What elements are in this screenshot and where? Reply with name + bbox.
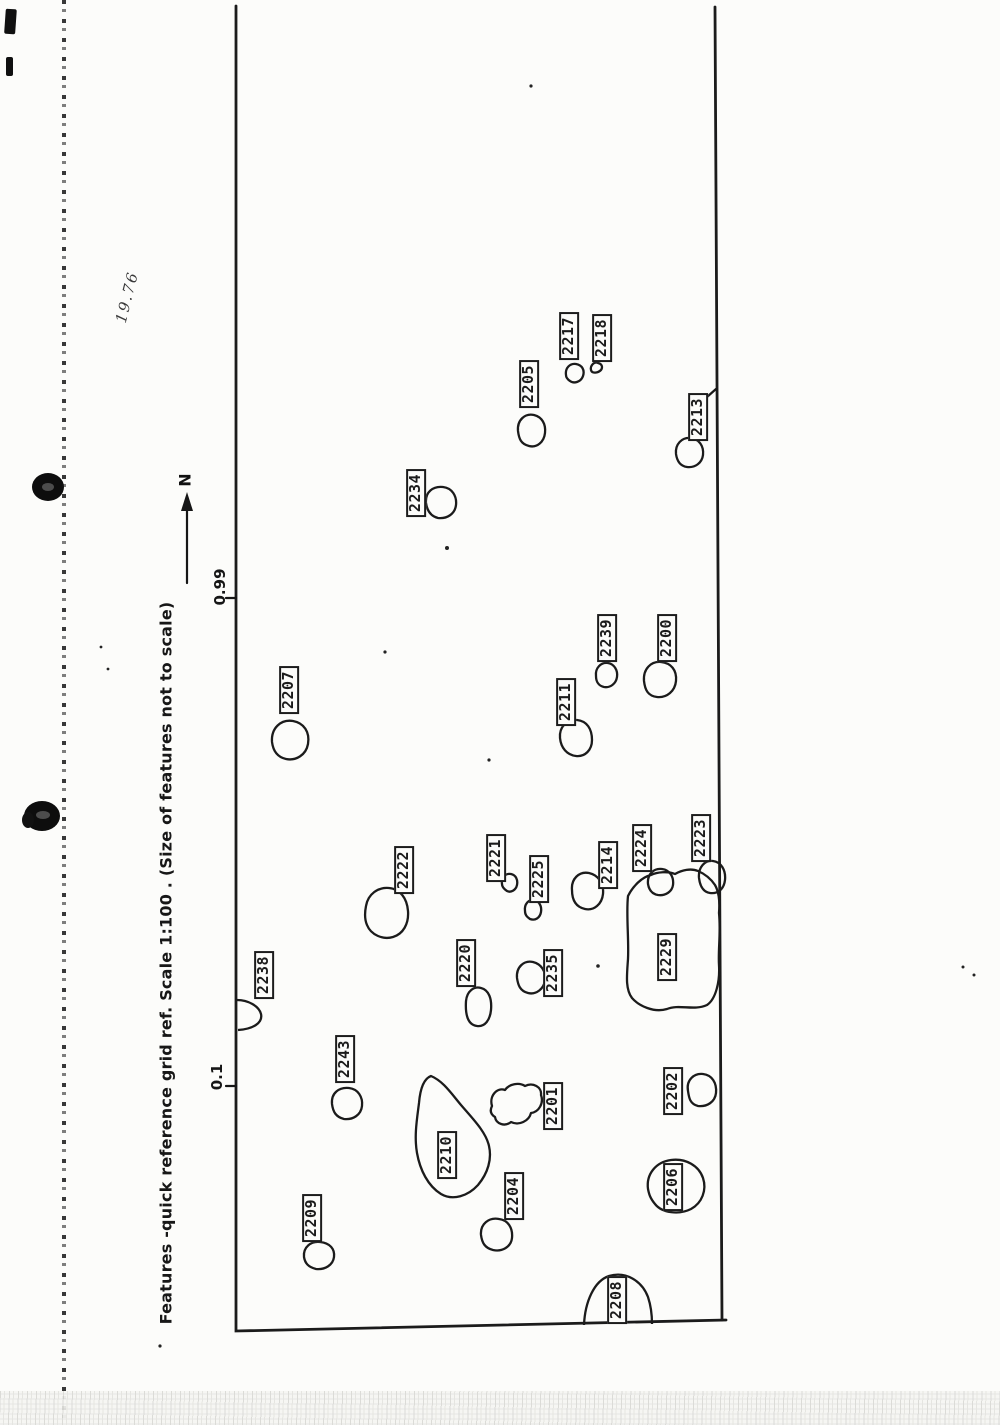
- feature-label-2205: 2205: [519, 359, 539, 409]
- feature-blob-2229: [625, 868, 721, 1012]
- feature-label-2211: 2211: [556, 677, 576, 727]
- feature-blob-2243: [330, 1086, 364, 1121]
- grid-ref-top: 0.99: [211, 568, 229, 606]
- feature-label-2218: 2218: [592, 313, 612, 363]
- feature-label-2220: 2220: [456, 938, 476, 988]
- feature-blob-2205: [516, 413, 547, 448]
- feature-label-2224: 2224: [632, 823, 652, 873]
- plan-border-left-bottom: [234, 4, 728, 1333]
- feature-blob-2239: [594, 661, 619, 689]
- feature-blob-2206: [646, 1158, 706, 1214]
- feature-blob-2210: [414, 1074, 492, 1199]
- feature-blob-2234: [424, 485, 458, 520]
- feature-label-2210: 2210: [437, 1130, 457, 1180]
- feature-blob-2207: [270, 719, 310, 761]
- feature-blob-2217: [564, 362, 585, 384]
- binder-hole-top-highlight: [42, 483, 54, 491]
- feature-label-2234: 2234: [406, 468, 426, 518]
- north-label: N: [175, 473, 195, 487]
- binder-hole-bottom-highlight: [36, 811, 50, 819]
- corner-scan-marks: [4, 8, 17, 76]
- feature-blob-2209: [302, 1240, 336, 1271]
- feature-label-2229: 2229: [657, 932, 677, 982]
- feature-label-2200: 2200: [657, 613, 677, 663]
- feature-label-2207: 2207: [279, 665, 299, 715]
- binder-hole-bottom-tail: [22, 812, 34, 828]
- handwritten-note: 19.76: [111, 269, 143, 325]
- feature-blob-2213: [674, 436, 705, 469]
- feature-blob-2220: [464, 986, 493, 1028]
- feature-label-2235: 2235: [543, 948, 563, 998]
- plan-border-right: [713, 5, 724, 1322]
- feature-label-2243: 2243: [335, 1034, 355, 1084]
- feature-label-2238: 2238: [254, 950, 274, 1000]
- scan-specks: [99, 84, 976, 1348]
- feature-label-2204: 2204: [504, 1171, 524, 1221]
- feature-blob-2221: [500, 872, 519, 893]
- feature-label-2214: 2214: [598, 840, 618, 890]
- feature-blob-2208: [582, 1273, 654, 1326]
- feature-label-2209: 2209: [302, 1193, 322, 1243]
- feature-blob-2238: [236, 998, 263, 1032]
- feature-label-2217: 2217: [559, 311, 579, 361]
- feature-blob-2201: [489, 1082, 543, 1126]
- feature-label-2225: 2225: [529, 854, 549, 904]
- feature-blob-2214: [570, 871, 605, 911]
- feature-label-2239: 2239: [597, 613, 617, 663]
- feature-label-2201: 2201: [543, 1081, 563, 1131]
- feature-blob-2222: [363, 886, 410, 939]
- leader-mark-2213: [705, 387, 718, 399]
- scan-noise-band: [0, 1391, 1000, 1425]
- grid-ref-bottom: 0.1: [208, 1063, 226, 1091]
- binder-holes: [22, 473, 64, 831]
- feature-label-2206: 2206: [663, 1162, 683, 1212]
- feature-blob-2224: [646, 867, 675, 897]
- feature-label-2202: 2202: [663, 1066, 683, 1116]
- feature-blob-2223: [697, 859, 727, 895]
- feature-blob-2200: [642, 660, 678, 699]
- scan-binding-edge: [62, 0, 66, 1425]
- plan-title: Features -quick reference grid ref. Scal…: [156, 601, 176, 1325]
- feature-blob-2202: [686, 1072, 718, 1108]
- feature-blob-2218: [589, 361, 604, 374]
- feature-label-2221: 2221: [486, 833, 506, 883]
- north-arrow-head: [181, 492, 193, 511]
- feature-label-2208: 2208: [607, 1275, 627, 1325]
- feature-label-2223: 2223: [691, 813, 711, 863]
- feature-blob-2204: [479, 1217, 514, 1252]
- feature-label-2222: 2222: [394, 845, 414, 895]
- feature-label-2213: 2213: [688, 392, 708, 442]
